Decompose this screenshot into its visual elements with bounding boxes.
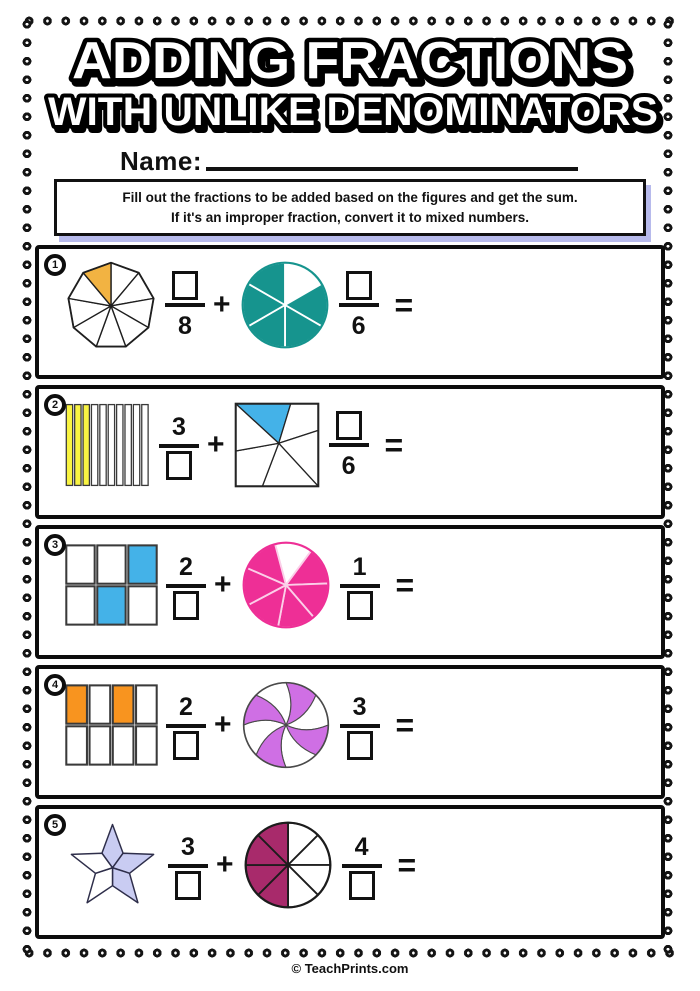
fraction-2-numerator-answer-box[interactable] xyxy=(335,410,362,440)
problem-number: 4 xyxy=(51,679,59,692)
fraction-1-denominator-answer-box[interactable] xyxy=(173,730,199,760)
equals-sign: = xyxy=(397,846,417,883)
worksheet-content: ADDING FRACTIONS WITH UNLIKE DENOMINATOR… xyxy=(35,30,665,940)
fraction-1-numerator-answer-box[interactable] xyxy=(172,270,198,300)
problem-1: 1 8 +6 = xyxy=(35,245,665,380)
fraction-1: 3 xyxy=(168,831,208,900)
fraction-2-denominator: 6 xyxy=(341,451,356,480)
problem-number-badge: 3 xyxy=(44,534,66,557)
svg-text:WITH UNLIKE DENOMINATORS: WITH UNLIKE DENOMINATORS xyxy=(48,90,658,134)
fraction-2-denominator-answer-box[interactable] xyxy=(348,870,375,900)
problem-number: 2 xyxy=(51,399,59,412)
problem-5: 5 3 +4 = xyxy=(35,805,665,940)
fraction-1-denominator-answer-box[interactable] xyxy=(166,450,192,480)
figure-star xyxy=(65,819,160,911)
fraction-2: 1 xyxy=(339,551,380,620)
plus-operator: + xyxy=(216,848,234,882)
problem-row: 3 +6 = xyxy=(39,389,661,501)
problem-number-badge: 4 xyxy=(44,674,66,697)
figure-strips xyxy=(65,402,151,488)
problem-3: 3 2 +1 = xyxy=(35,525,665,660)
problem-row: 3 +4 = xyxy=(39,809,661,921)
plus-operator: + xyxy=(207,428,225,462)
plus-operator: + xyxy=(214,708,232,742)
fraction-bar xyxy=(328,442,369,447)
plus-operator: + xyxy=(213,288,231,322)
fraction-1-denominator-answer-box[interactable] xyxy=(175,870,201,900)
equals-sign: = xyxy=(394,286,414,323)
fraction-bar xyxy=(166,583,206,588)
fraction-2-numerator-answer-box[interactable] xyxy=(345,270,372,300)
fraction-2-numerator: 4 xyxy=(354,832,369,861)
problem-number-badge: 5 xyxy=(44,814,66,837)
fraction-2: 6 xyxy=(338,270,379,340)
plus-operator: + xyxy=(214,568,232,602)
fraction-1-denominator-answer-box[interactable] xyxy=(173,590,199,620)
fraction-1: 2 xyxy=(166,691,206,760)
fraction-bar xyxy=(166,723,206,728)
fraction-1-numerator: 2 xyxy=(179,552,193,581)
page-title-line-1: ADDING FRACTIONS xyxy=(68,30,633,90)
svg-text:ADDING FRACTIONS: ADDING FRACTIONS xyxy=(72,32,628,90)
figure-circle-pie xyxy=(240,539,332,631)
fraction-2-numerator: 1 xyxy=(352,552,367,581)
problem-number: 5 xyxy=(51,819,59,832)
name-row: Name: xyxy=(120,144,665,174)
problem-row: 2 +3 = xyxy=(39,669,661,781)
figure-circle-pie xyxy=(242,819,334,911)
dot-border-right xyxy=(662,15,674,957)
problem-number-badge: 1 xyxy=(44,254,66,277)
equals-sign: = xyxy=(395,706,415,743)
figure-grid xyxy=(65,684,158,766)
instructions-line-2: If it's an improper fraction, convert it… xyxy=(170,209,530,225)
fraction-2-numerator: 3 xyxy=(352,692,367,721)
fraction-1-numerator: 2 xyxy=(179,692,193,721)
fraction-bar xyxy=(341,863,382,868)
fraction-bar xyxy=(159,443,199,448)
fraction-1: 3 xyxy=(159,411,199,480)
name-input-line[interactable] xyxy=(205,167,578,171)
instructions-box: Fill out the fractions to be added based… xyxy=(54,179,646,237)
equals-sign: = xyxy=(395,566,415,603)
fraction-bar xyxy=(168,863,208,868)
fraction-bar xyxy=(339,583,380,588)
problem-2: 2 3 +6 = xyxy=(35,385,665,520)
equals-sign: = xyxy=(384,426,404,463)
fraction-2-denominator-answer-box[interactable] xyxy=(346,590,373,620)
fraction-1: 2 xyxy=(166,551,206,620)
footer-credit: © TeachPrints.com xyxy=(291,961,409,976)
problem-number-badge: 2 xyxy=(44,394,66,417)
fraction-2: 4 xyxy=(341,831,382,900)
problem-4: 4 2 +3 = xyxy=(35,665,665,800)
dot-border-bottom xyxy=(20,947,680,959)
fraction-bar xyxy=(165,302,205,307)
figure-grid xyxy=(65,544,158,626)
dot-border-left xyxy=(21,15,33,957)
dot-border-top xyxy=(20,15,680,27)
fraction-1-numerator: 3 xyxy=(172,412,186,441)
figure-circle-pie xyxy=(239,259,331,351)
fraction-2-denominator-answer-box[interactable] xyxy=(346,730,373,760)
figure-divided-square xyxy=(233,402,321,488)
page-title-line-2: WITH UNLIKE DENOMINATORS xyxy=(44,88,662,134)
instructions-line-1: Fill out the fractions to be added based… xyxy=(122,190,578,205)
fraction-bar xyxy=(338,302,379,307)
problem-number: 1 xyxy=(51,259,59,272)
fraction-2-denominator: 6 xyxy=(351,311,366,340)
problem-row: 8 +6 = xyxy=(39,249,661,361)
fraction-1-denominator: 8 xyxy=(178,311,192,340)
fraction-1: 8 xyxy=(165,270,205,340)
name-label: Name: xyxy=(120,146,202,176)
problem-number: 3 xyxy=(51,539,59,552)
fraction-2: 6 xyxy=(328,410,369,480)
fraction-1-numerator: 3 xyxy=(181,832,195,861)
fraction-bar xyxy=(339,723,380,728)
figure-pinwheel xyxy=(240,679,332,771)
problems-list: 1 8 +6 = 2 3 +6 = 3 2 +1 = 4 2 +3 = 5 3 +4 = xyxy=(35,245,665,940)
figure-polygon-pie xyxy=(65,259,157,351)
problem-row: 2 +1 = xyxy=(39,529,661,641)
fraction-2: 3 xyxy=(339,691,380,760)
